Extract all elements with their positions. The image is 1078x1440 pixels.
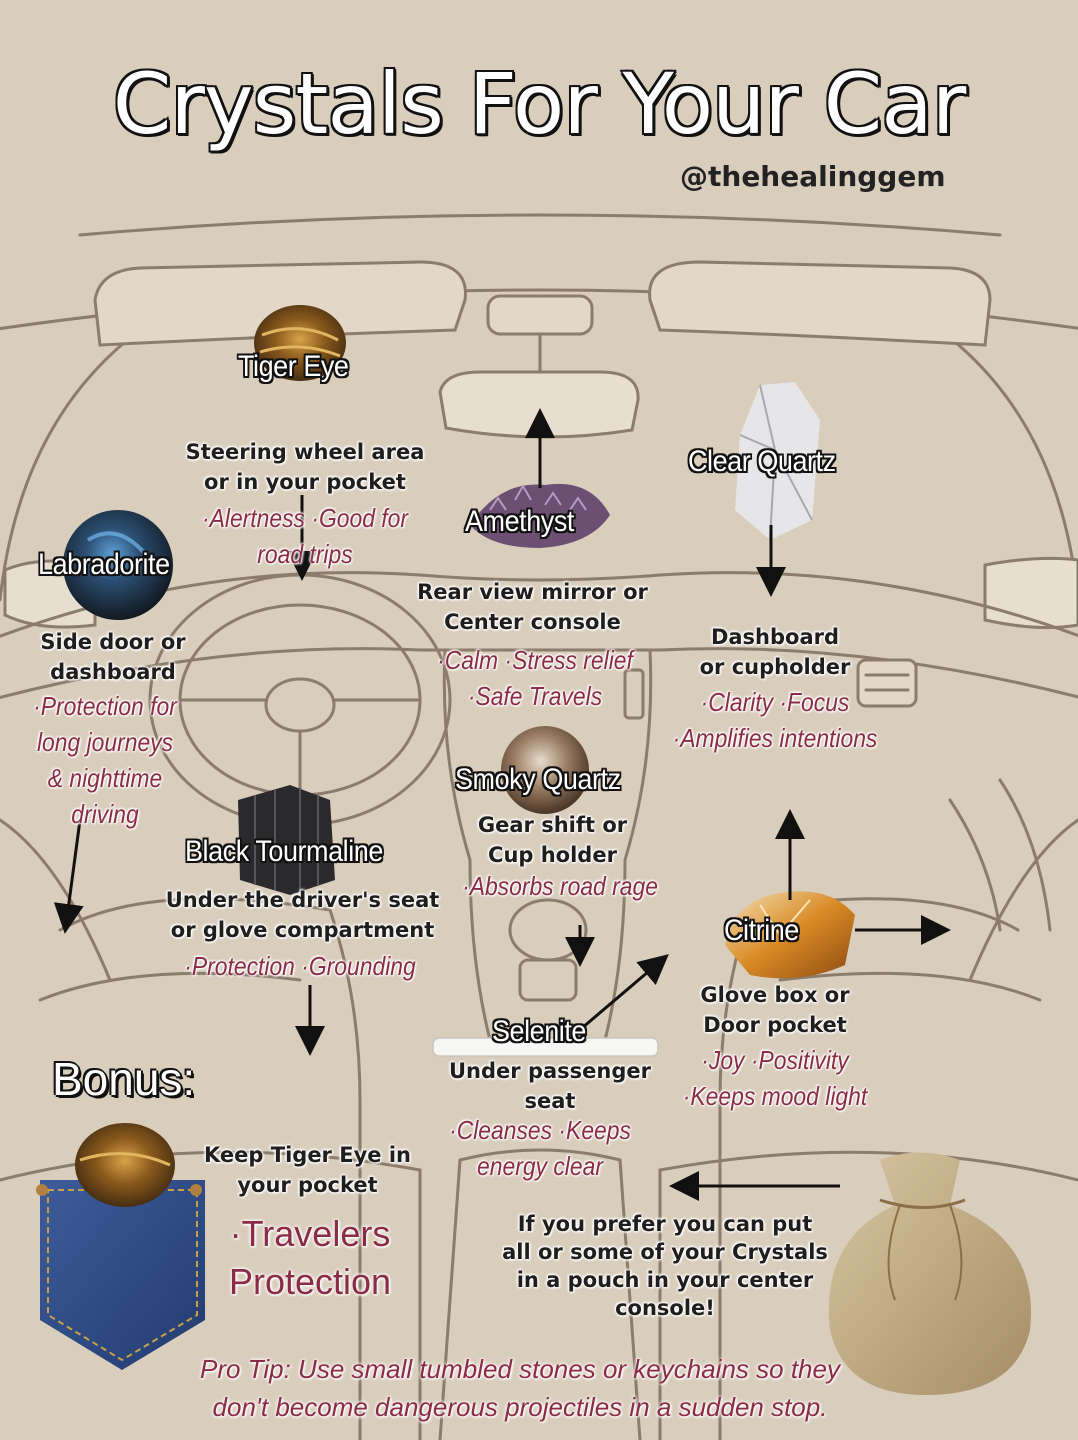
tiger-eye-stone [254, 305, 346, 381]
denim-pocket [36, 1180, 205, 1370]
amethyst-cluster [470, 483, 610, 548]
smoky-quartz-sphere [501, 726, 589, 814]
tiger-eye-name: Tiger Eye [238, 350, 349, 383]
arrows [53, 408, 951, 1201]
burlap-pouch [828, 1152, 1031, 1395]
labradorite-name: Labradorite [38, 548, 170, 581]
black-tourmaline-name: Black Tourmaline [185, 835, 383, 868]
amethyst-benefits: ·Calm ·Stress relief·Safe Travels [437, 645, 633, 711]
pro-tip: Pro Tip: Use small tumbled stones or key… [200, 1354, 840, 1422]
selenite-name: Selenite [492, 1015, 586, 1048]
citrine-benefits: ·Joy ·Positivity·Keeps mood light [682, 1045, 868, 1111]
bonus-heading: Bonus: [52, 1053, 196, 1105]
clear-quartz-name: Clear Quartz [688, 445, 836, 478]
smoky-quartz-name: Smoky Quartz [455, 763, 621, 796]
amethyst-name: Amethyst [465, 505, 574, 538]
author-handle: @thehealinggem [680, 160, 946, 193]
clear-quartz-benefits: ·Clarity ·Focus·Amplifies intentions [672, 687, 878, 753]
black-tourmaline-benefits: ·Protection ·Grounding [184, 951, 416, 981]
page-title: Crystals For Your Car [111, 54, 968, 155]
citrine-cluster [725, 891, 855, 979]
black-tourmaline [238, 785, 335, 895]
car-outline [0, 213, 1078, 1440]
selenite-stick [432, 1037, 659, 1057]
citrine-name: Citrine [724, 914, 799, 947]
smoky-quartz-benefits: ·Absorbs road rage [462, 871, 658, 901]
bonus-tiger-eye-stone [75, 1123, 175, 1207]
